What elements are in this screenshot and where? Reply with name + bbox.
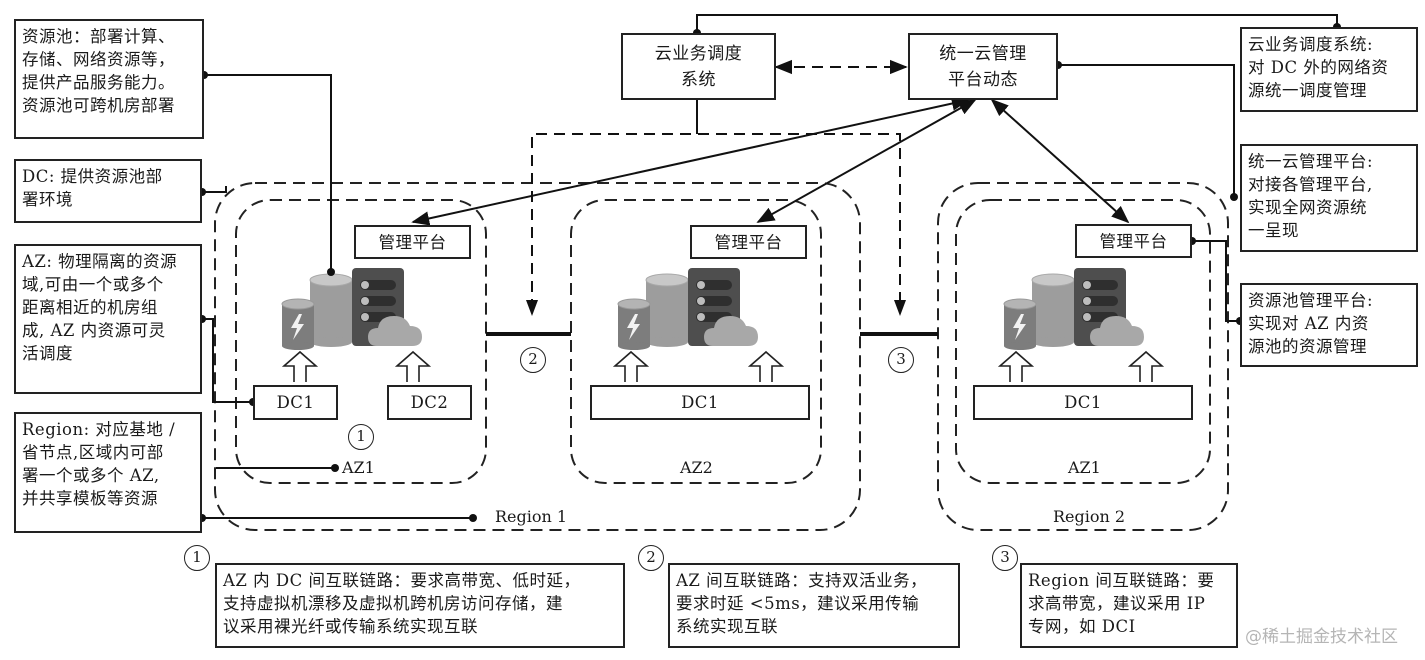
note-resource-pool: 资源池：部署计算、 存储、网络资源等， 提供产品服务能力。 资源池可跨机房部署 [14, 19, 204, 139]
az1-mgmt-platform: 管理平台 [354, 225, 471, 259]
region-1-az2-boundary [570, 199, 822, 484]
marker-2: 2 [520, 347, 546, 373]
region-1-az1-boundary [235, 199, 487, 484]
bottom-marker-2: 2 [638, 545, 664, 571]
note-scheduler: 云业务调度系统: 对 DC 外的网络资 源统一调度管理 [1240, 27, 1418, 112]
up-arrow-icon [396, 351, 430, 383]
resource-pool-icon [281, 267, 423, 351]
az2-label: AZ2 [680, 458, 713, 477]
resource-pool-icon [1003, 267, 1145, 351]
az2-dc1: DC1 [590, 385, 810, 420]
region2-label: Region 2 [1053, 507, 1126, 526]
marker-3: 3 [888, 347, 914, 373]
region2-az1-mgmt-platform: 管理平台 [1075, 224, 1192, 258]
mgmt-link-az2 [756, 99, 977, 223]
bottom-marker-1: 1 [184, 545, 210, 571]
az1-label: AZ1 [342, 458, 375, 477]
up-arrow-icon [999, 351, 1033, 383]
note-pool-mgmt: 资源池管理平台: 实现对 AZ 内资 源池的资源管理 [1240, 283, 1418, 367]
up-arrow-icon [749, 351, 783, 383]
region-2-az1-boundary [955, 199, 1211, 484]
watermark: @稀土掘金技术社区 [1245, 627, 1398, 647]
mgmt-link-az1 [411, 96, 970, 226]
note-dc: DC: 提供资源池部 署环境 [14, 159, 202, 223]
region2-az1-label: AZ1 [1068, 458, 1101, 477]
resource-pool-icon [617, 267, 759, 351]
up-arrow-icon [283, 351, 317, 383]
mgmt-link-region2 [990, 98, 1130, 224]
region1-label: Region 1 [495, 507, 568, 526]
note-region: Region: 对应基地 / 省节点,区域内可部 署一个或多个 AZ, 并共享模… [14, 412, 202, 533]
up-arrow-icon [1129, 351, 1163, 383]
marker-1: 1 [348, 424, 374, 450]
note-az: AZ: 物理隔离的资源 域,可由一个或多个 距离相近的机房组 成, AZ 内资源… [14, 244, 202, 394]
up-arrow-icon [614, 351, 648, 383]
note-az-link: AZ 间互联链路：支持双活业务， 要求时延 <5ms，建议采用传输 系统实现互联 [668, 563, 960, 648]
region2-az1-dc1: DC1 [973, 385, 1193, 420]
region-1-boundary [214, 182, 861, 531]
scheduler-note-connector [696, 14, 1338, 33]
az1-dc1: DC1 [253, 385, 338, 420]
note-az-dc-link: AZ 内 DC 间互联链路：要求高带宽、低时延， 支持虚拟机漂移及虚拟机跨机房访… [215, 563, 625, 648]
bottom-marker-3: 3 [992, 545, 1018, 571]
note-region-link: Region 间互联链路：要 求高带宽，建议采用 IP 专网，如 DCI [1020, 563, 1238, 648]
az1-dc2: DC2 [387, 385, 472, 420]
note-cloud-mgmt: 统一云管理平台: 对接各管理平台, 实现全网资源统 一呈现 [1240, 144, 1418, 252]
az2-mgmt-platform: 管理平台 [690, 225, 807, 259]
unified-cloud-mgmt-box: 统一云管理 平台动态 [908, 33, 1058, 100]
cloud-scheduler-box: 云业务调度 系统 [621, 33, 776, 100]
